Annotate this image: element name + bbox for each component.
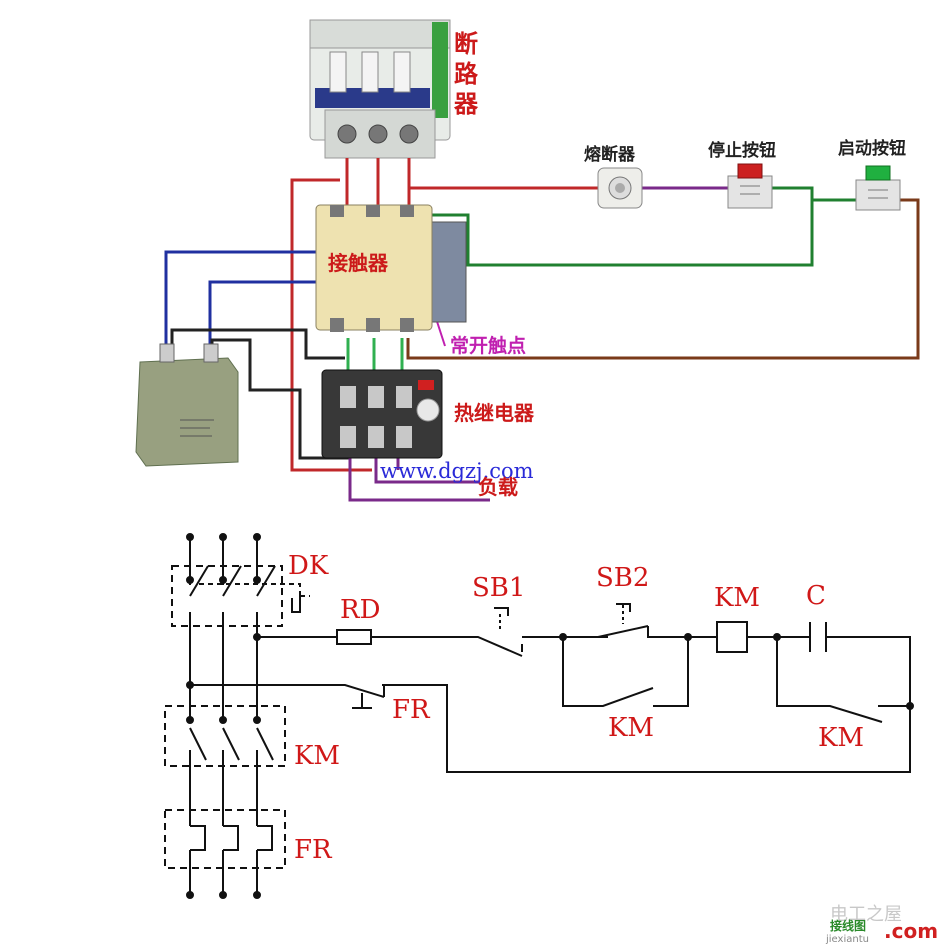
contactor-image	[315, 204, 467, 332]
fuse-label: 熔断器	[584, 144, 636, 165]
rd-label: RD	[340, 595, 380, 625]
thermal-relay-label: 热继电器	[454, 401, 535, 425]
km-hold-label: KM	[608, 713, 654, 743]
breaker-label: 断 路 器	[453, 30, 479, 118]
no-contact-label: 常开触点	[450, 334, 526, 357]
breaker-label-char-3: 器	[453, 90, 479, 118]
km-aux-label: KM	[818, 723, 864, 753]
dk-box	[171, 565, 283, 627]
watermark: 电工之屋 接线图 jiexiantu .com	[825, 904, 938, 945]
sb2-label: SB2	[596, 563, 649, 593]
photo-wires	[164, 158, 920, 502]
capacitor-image	[135, 343, 239, 467]
circuit-breaker-image	[309, 19, 451, 159]
stop-button-image	[727, 163, 773, 209]
rd-fuse-symbol	[336, 629, 372, 645]
sb1-label: SB1	[472, 573, 525, 603]
fr-main-label: FR	[294, 835, 333, 865]
km-coil-symbol	[716, 621, 748, 653]
load-label: 负载	[478, 475, 518, 499]
start-button-image	[855, 165, 901, 211]
breaker-label-char-1: 断	[454, 30, 478, 58]
km-main-label: KM	[294, 741, 340, 771]
fr-main-box	[164, 809, 286, 869]
watermark-line2: 接线图	[830, 918, 866, 933]
km-coil-label: KM	[714, 583, 760, 613]
schematic	[164, 533, 914, 899]
thermal-relay-image	[321, 369, 443, 459]
watermark-line4: .com	[884, 919, 938, 943]
watermark-line1: 电工之屋	[830, 904, 902, 925]
contactor-label: 接触器	[328, 251, 389, 275]
c-label: C	[806, 581, 826, 611]
fr-contact-label: FR	[392, 695, 431, 725]
dk-label: DK	[288, 551, 329, 581]
breaker-label-char-2: 路	[454, 60, 479, 88]
fuse-image	[597, 167, 643, 209]
watermark-line3: jiexiantu	[825, 934, 869, 945]
km-main-box	[164, 705, 286, 767]
website-label: www.dgzj.com	[380, 459, 534, 483]
start-button-label: 启动按钮	[838, 138, 906, 159]
stop-button-label: 停止按钮	[708, 140, 776, 161]
